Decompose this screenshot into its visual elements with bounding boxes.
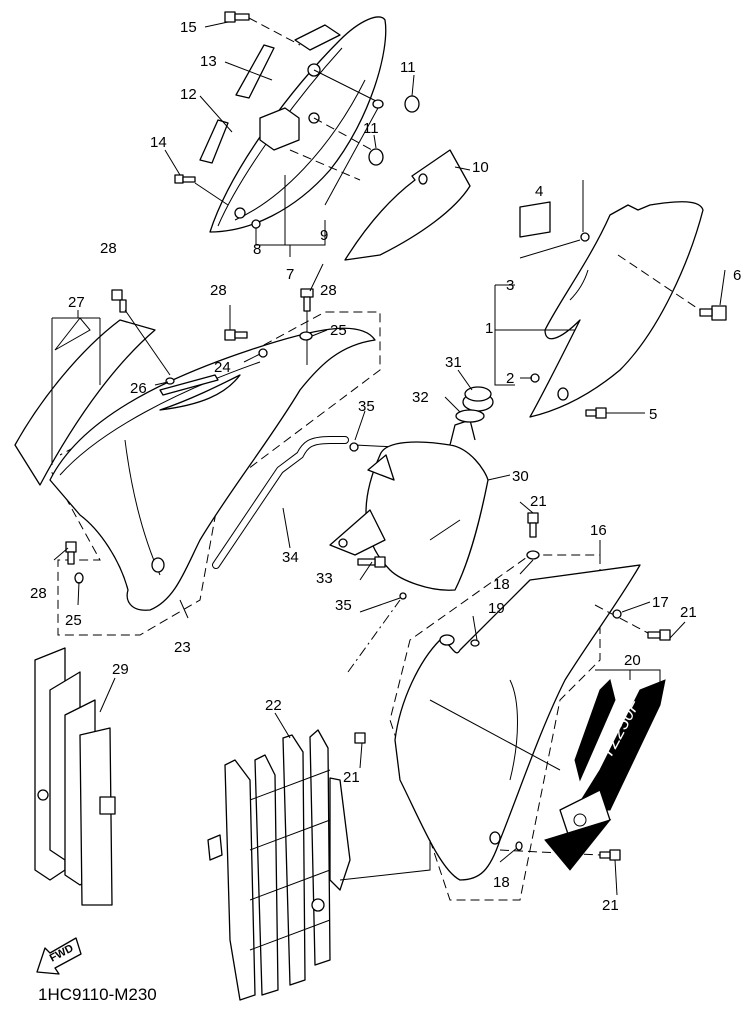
callout-8: 8 [253,241,261,258]
washer-24 [258,348,268,358]
callout-32: 32 [412,389,429,406]
callout-4: 4 [535,183,543,200]
clamp-35b [399,592,407,600]
callout-13: 13 [200,53,217,70]
cap-31 [462,386,494,412]
washer-9 [372,99,384,109]
callout-18b: 18 [493,874,510,891]
callout-27: 27 [68,294,85,311]
callout-23: 23 [174,639,191,656]
grommet-25a [299,331,313,341]
breather-pipe [347,599,401,673]
rubber-damper-13 [235,44,275,99]
callout-19: 19 [488,600,505,617]
collar-11a [404,95,420,113]
callout-30: 30 [512,468,529,485]
callout-28b: 28 [210,282,227,299]
clip-26 [165,377,175,385]
callout-1: 1 [485,320,493,337]
callout-28d: 28 [30,585,47,602]
side-cover-right [529,201,704,418]
callout-25b: 25 [65,612,82,629]
bolt-21-bottom [499,849,621,861]
radiator-guard-left [34,647,116,906]
callout-12: 12 [180,86,197,103]
graphic-27 [14,317,156,486]
callout-34: 34 [282,549,299,566]
callout-15: 15 [180,19,197,36]
callout-29: 29 [112,661,129,678]
callout-21c: 21 [343,769,360,786]
callout-24: 24 [214,359,231,376]
callout-7: 7 [286,266,294,283]
bolt-6 [617,254,727,321]
grommet-3 [580,232,590,242]
grommet-19 [470,639,480,647]
callout-14: 14 [150,134,167,151]
callout-10: 10 [472,159,489,176]
collar-11b [368,148,384,166]
leader-lines [51,21,726,896]
radiator-guard-right [207,729,351,1001]
bolt-21-left [354,732,366,744]
graphic-20: YZ250F [544,679,666,871]
callout-28c: 28 [320,282,337,299]
callout-21d: 21 [602,897,619,914]
bolt-21-right [594,604,671,641]
callout-22: 22 [265,697,282,714]
pad-4 [519,201,551,238]
callout-9: 9 [320,227,328,244]
callout-33: 33 [316,570,333,587]
washer-8 [251,219,261,229]
bolt-5 [585,407,607,419]
airbox-side-cover [209,16,387,233]
bolt-14 [174,174,196,184]
callout-2: 2 [506,370,514,387]
fwd-arrow-icon: FWD [36,937,82,975]
callout-11a: 11 [400,59,416,76]
callout-17: 17 [652,594,669,611]
callout-21b: 21 [680,604,697,621]
rubber-damper-12 [199,119,229,164]
bolt-28-top [111,289,171,376]
grommet-25b [74,572,84,584]
callout-35b: 35 [335,597,352,614]
bolt-28-bottom [65,541,77,565]
callout-21a: 21 [530,493,547,510]
seal-32 [455,409,485,423]
callout-25a: 25 [330,322,347,339]
callout-labels: 1 2 3 4 5 6 7 8 9 10 11 11 12 13 14 15 1… [30,19,741,914]
callout-3: 3 [506,277,514,294]
callout-20: 20 [624,652,641,669]
clamp-35a [349,442,359,452]
bolt-21-top [526,512,540,560]
callout-6: 6 [733,267,741,284]
plate-10 [344,149,471,261]
bolt-28-mid [224,329,248,341]
grommet-18b [515,841,523,851]
washer-17 [612,609,622,619]
radiator-shroud-right [389,554,641,901]
callout-18a: 18 [493,576,510,593]
callout-16: 16 [590,522,607,539]
callout-5: 5 [649,406,657,423]
callout-35a: 35 [358,398,375,415]
grommet-2 [530,373,540,383]
callout-11b: 11 [363,120,379,137]
drawing-code: 1HC9110-M230 [38,985,157,1004]
callout-26: 26 [130,380,147,397]
callout-31: 31 [445,354,462,371]
callout-28a: 28 [100,240,117,257]
coolant-reservoir [329,419,489,591]
bolt-15 [224,11,301,46]
bolt-33 [357,556,386,568]
